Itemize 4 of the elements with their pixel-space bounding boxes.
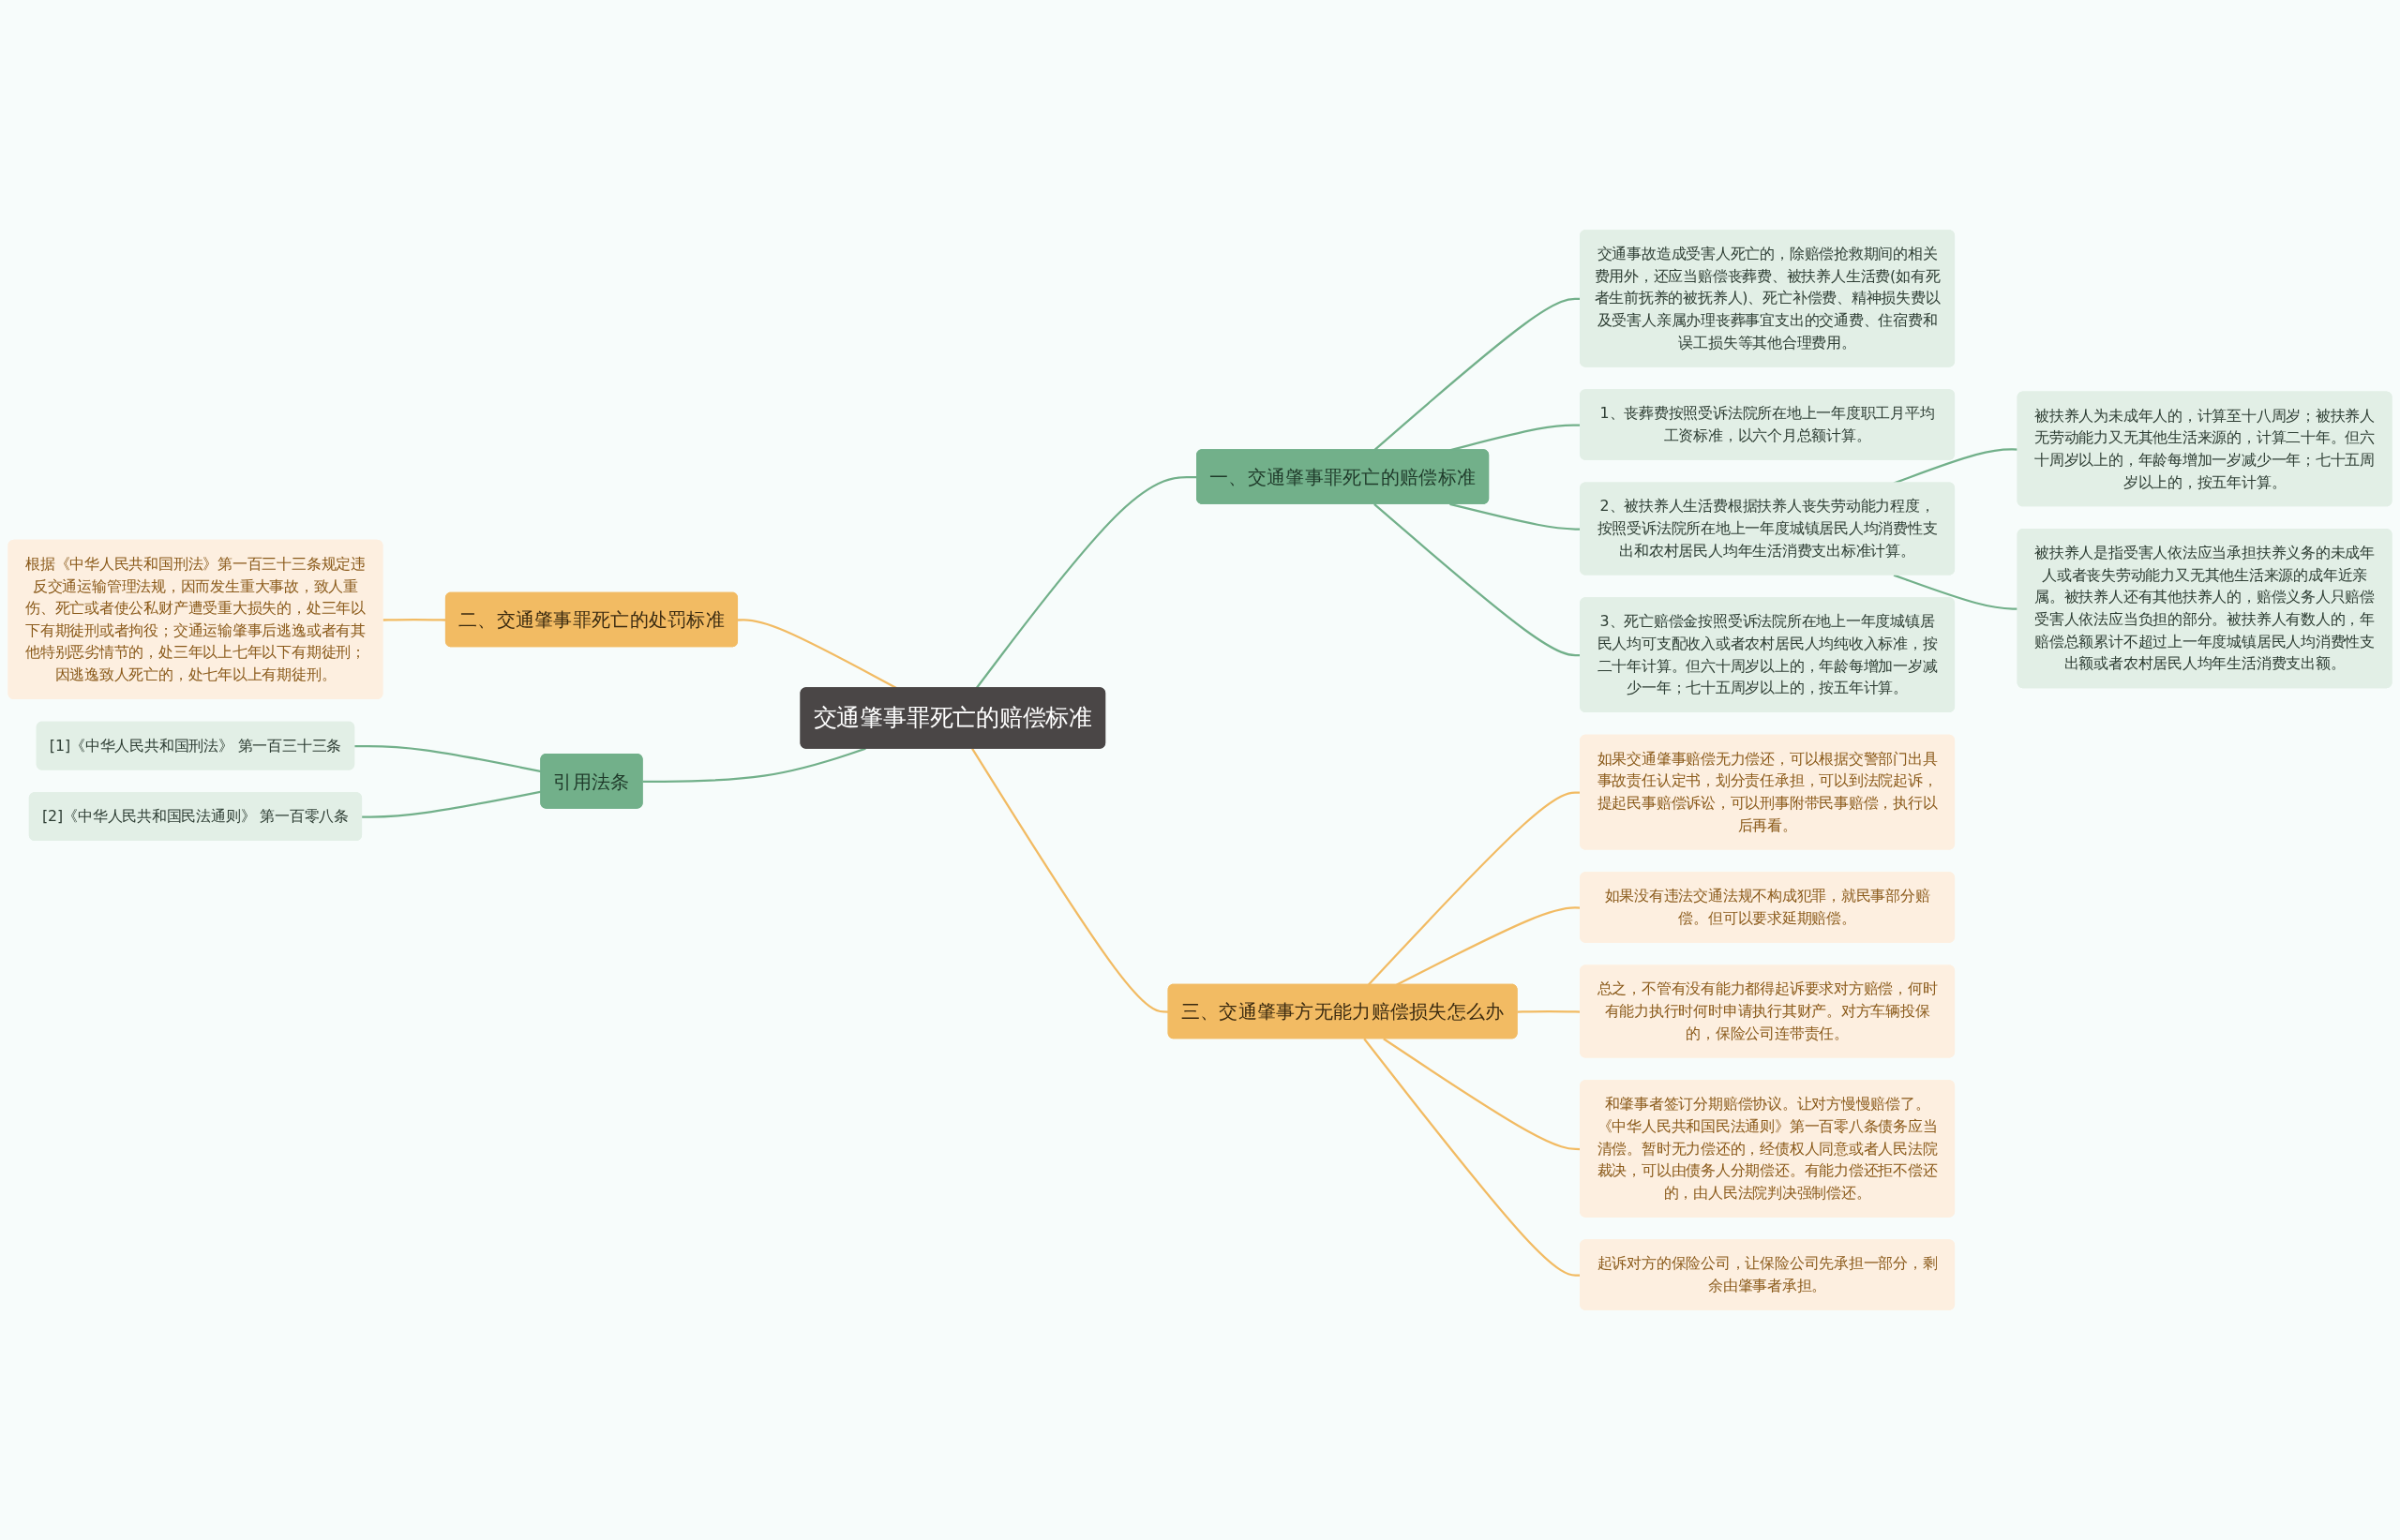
connector [1893, 574, 2018, 610]
connector [971, 748, 1169, 1013]
connector [642, 747, 866, 783]
connector [1893, 448, 2018, 485]
